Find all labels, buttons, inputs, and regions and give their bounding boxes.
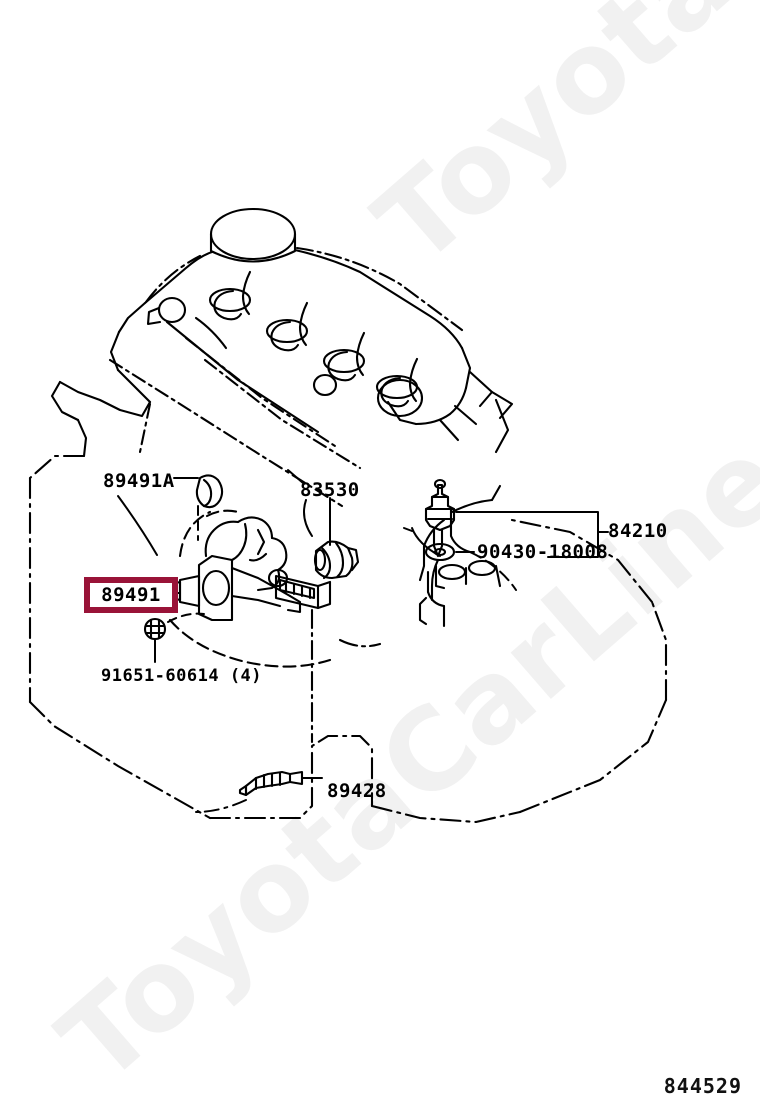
part-83530-switch	[313, 540, 360, 580]
part-89428-sender	[238, 770, 304, 797]
interior-seams	[310, 608, 382, 744]
callout-91651-60614-label: 91651-60614 (4)	[101, 666, 263, 686]
engine-valve-cover	[50, 207, 514, 508]
callout-89491A-label: 89491A	[103, 470, 175, 492]
part-89491-sensor	[168, 509, 332, 668]
part-89491A-grommet	[195, 474, 224, 509]
callout-89491-highlight-box: 89491	[84, 577, 178, 613]
callout-89491-label: 89491	[101, 583, 161, 606]
part-84210-switch	[424, 478, 456, 558]
part-91651-bolt	[143, 617, 167, 641]
figure-number: 844529	[663, 1074, 742, 1098]
transmission-boss-row	[418, 559, 502, 628]
callout-83530-label: 83530	[300, 479, 360, 501]
leader-lines	[117, 469, 609, 813]
callout-84210-label: 84210	[608, 520, 668, 542]
callout-90430-18008-label: 90430-18008	[477, 541, 609, 563]
callout-89428-label: 89428	[327, 780, 387, 802]
engine-block-outline	[28, 454, 668, 824]
